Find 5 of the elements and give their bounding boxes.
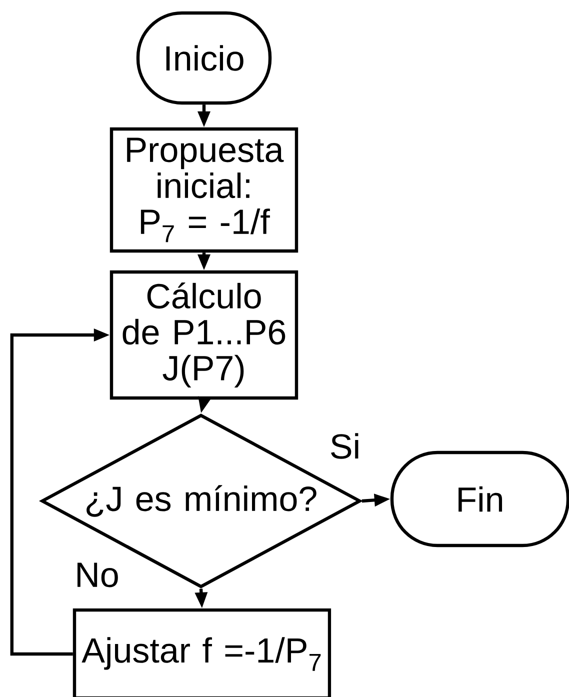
process-box: Propuesta inicial: P$_{7}$ = -1/f bbox=[110, 127, 298, 253]
edge-label: No bbox=[74, 562, 120, 588]
process-box: Cálculo de P1...P6 J(P7) bbox=[110, 270, 298, 400]
edge-label: Si bbox=[328, 432, 362, 460]
process-box: Ajustar f =-1/P$_{7}$ bbox=[72, 608, 332, 697]
